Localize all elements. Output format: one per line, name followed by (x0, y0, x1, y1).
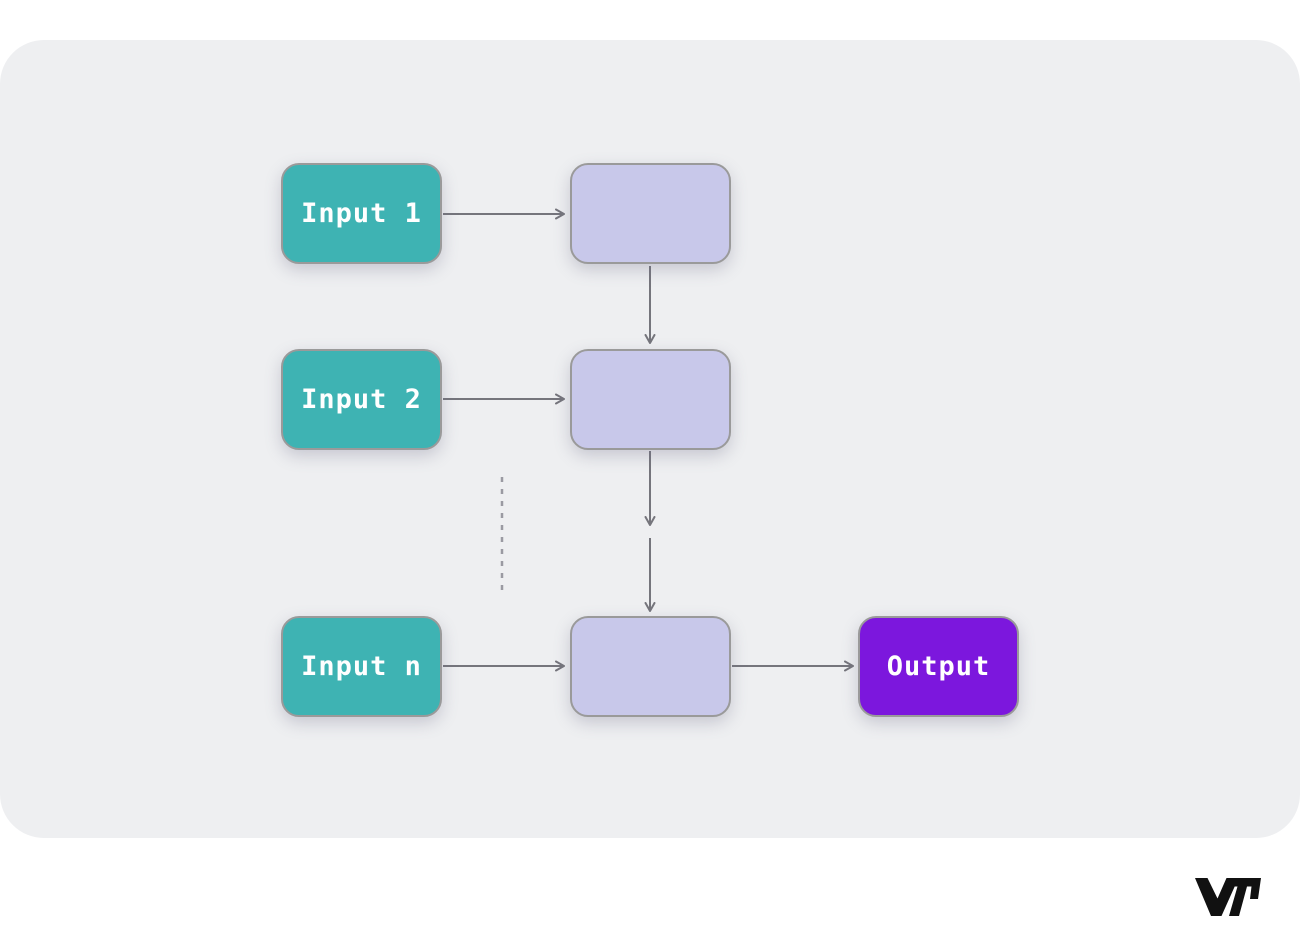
input-1-node: Input 1 (281, 163, 442, 264)
output-node: Output (858, 616, 1019, 717)
input-2-label: Input 2 (301, 384, 422, 415)
process-node-2 (570, 349, 731, 450)
input-2-node: Input 2 (281, 349, 442, 450)
input-n-node: Input n (281, 616, 442, 717)
process-node-1 (570, 163, 731, 264)
output-label: Output (886, 651, 991, 682)
input-1-label: Input 1 (301, 198, 422, 229)
v7-logo-icon (1195, 878, 1261, 916)
process-node-3 (570, 616, 731, 717)
input-n-label: Input n (301, 651, 422, 682)
v7-logo (1195, 877, 1261, 917)
